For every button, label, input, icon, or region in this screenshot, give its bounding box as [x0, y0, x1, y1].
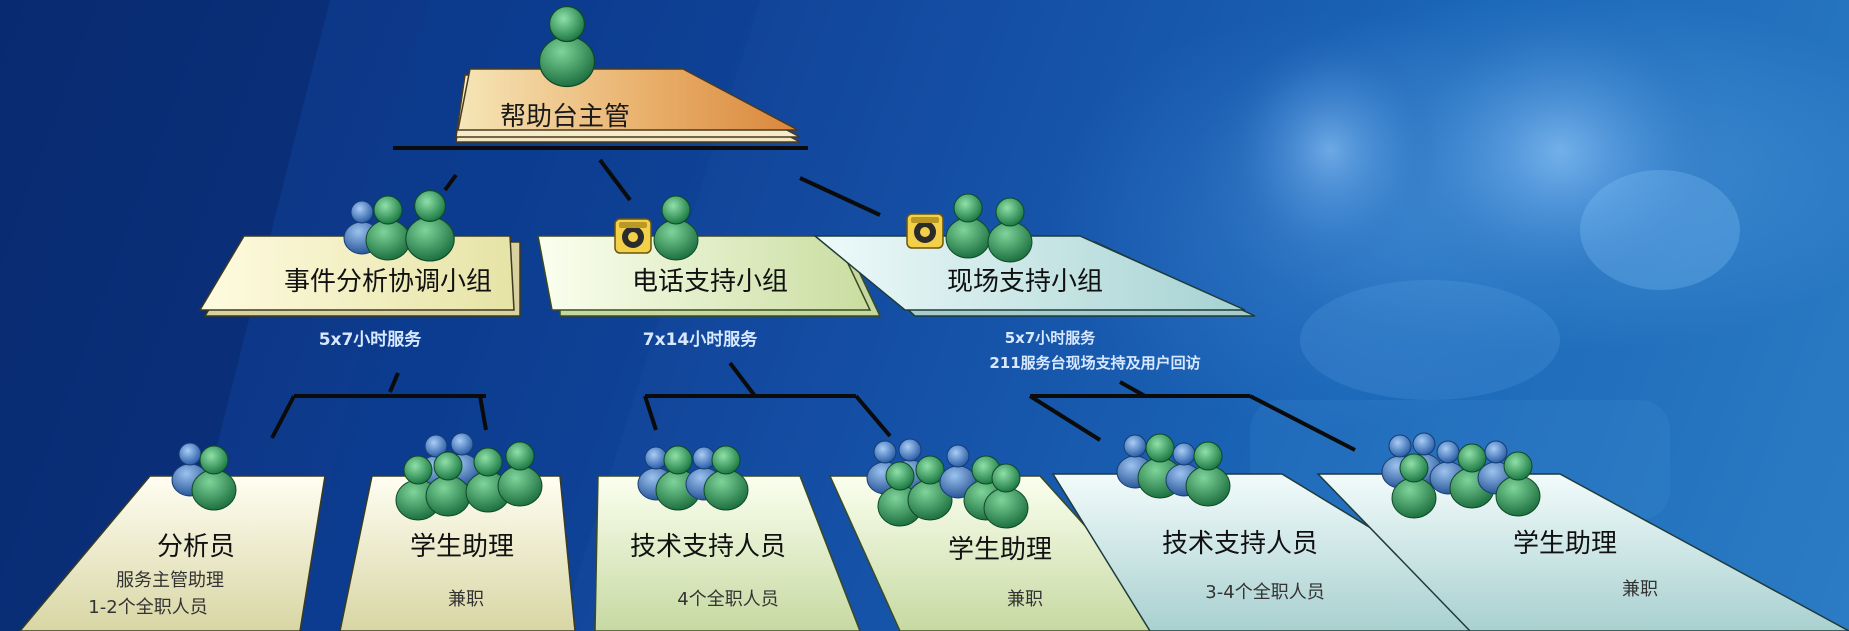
group-people-icon [637, 445, 749, 511]
group-node-phone-support: 电话支持小组 [537, 195, 882, 317]
role-title: 技术支持人员 [630, 532, 786, 562]
role-detail: 4个全职人员 [677, 589, 778, 610]
role-detail: 3-4个全职人员 [1205, 582, 1324, 603]
group-node-onsite-support: 现场支持小组 [812, 193, 1256, 317]
role-detail: 兼职 [1622, 579, 1658, 600]
group-node-event-analysis: 事件分析协调小组 [198, 190, 521, 317]
top-node-帮助台主管: 帮助台主管 [455, 5, 801, 143]
role-card-analyst: 分析员 服务主管助理 1-2个全职人员 [19, 442, 326, 631]
role-card-tech-support: 技术支持人员 4个全职人员 [594, 445, 861, 631]
group-note: 5x7小时服务 [1005, 329, 1097, 347]
role-title: 学生助理 [1513, 529, 1617, 559]
role-title: 学生助理 [410, 532, 514, 562]
group-note: 7x14小时服务 [643, 329, 758, 350]
group-people-icon [1381, 432, 1541, 519]
role-card-student-assistant: 学生助理 兼职 [339, 432, 576, 631]
role-detail: 服务主管助理 [116, 570, 224, 591]
connector-lines [270, 146, 1356, 452]
role-title: 分析员 [157, 532, 235, 562]
supervisor-icon [538, 5, 596, 88]
role-detail: 兼职 [1007, 589, 1043, 610]
group-label: 电话支持小组 [632, 267, 788, 297]
role-card-student-assistant: 学生助理 兼职 [1316, 432, 1849, 631]
group-label: 事件分析协调小组 [284, 267, 492, 297]
role-card-tech-support: 技术支持人员 3-4个全职人员 [1051, 433, 1542, 631]
role-detail-secondary: 1-2个全职人员 [88, 597, 207, 618]
role-title: 学生助理 [948, 535, 1052, 565]
group-note-secondary: 211服务台现场支持及用户回访 [989, 354, 1200, 372]
role-title: 技术支持人员 [1162, 529, 1318, 559]
top-node-label: 帮助台主管 [500, 102, 630, 132]
group-people-icon [343, 190, 455, 262]
role-card-student-assistant: 学生助理 兼职 [828, 438, 1182, 631]
group-label: 现场支持小组 [947, 267, 1103, 297]
role-detail: 兼职 [448, 589, 484, 610]
group-note: 5x7小时服务 [319, 329, 423, 350]
